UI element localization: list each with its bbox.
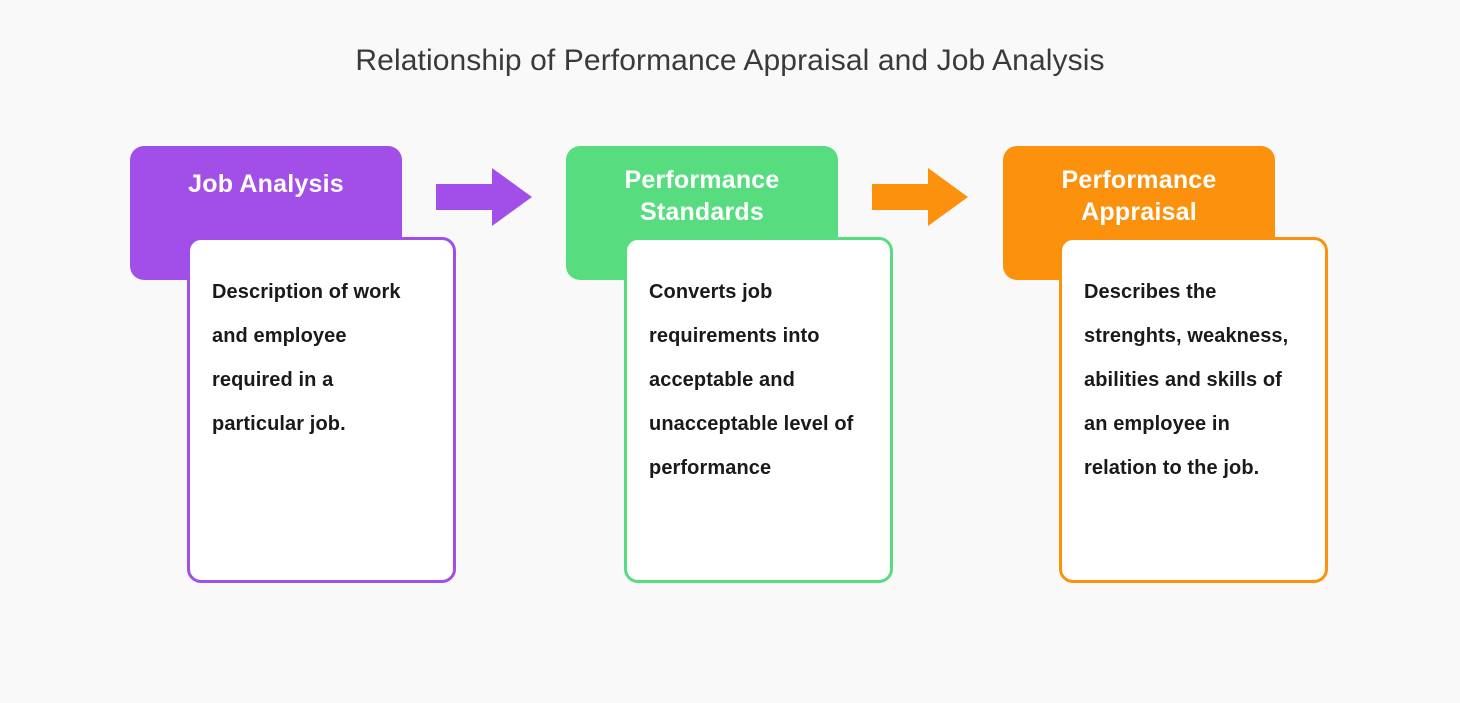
stage-header-label: Job Analysis: [188, 170, 344, 198]
stage-card-text: Description of work and employee require…: [212, 281, 401, 435]
stage-card-text: Converts job requirements into acceptabl…: [649, 281, 854, 479]
stage-card-performance-appraisal: Describes the strenghts, weakness, abili…: [1059, 237, 1328, 583]
stage-header-label: Performance Appraisal: [1061, 166, 1217, 226]
stage-card-text: Describes the strenghts, weakness, abili…: [1084, 281, 1289, 479]
stage-card-performance-standards: Converts job requirements into acceptabl…: [624, 237, 893, 583]
arrow-right-icon: [436, 168, 532, 226]
stage-header-label: Performance Standards: [624, 166, 780, 226]
stage-card-job-analysis: Description of work and employee require…: [187, 237, 456, 583]
arrow-right-icon: [872, 168, 968, 226]
page-title: Relationship of Performance Appraisal an…: [355, 44, 1105, 77]
